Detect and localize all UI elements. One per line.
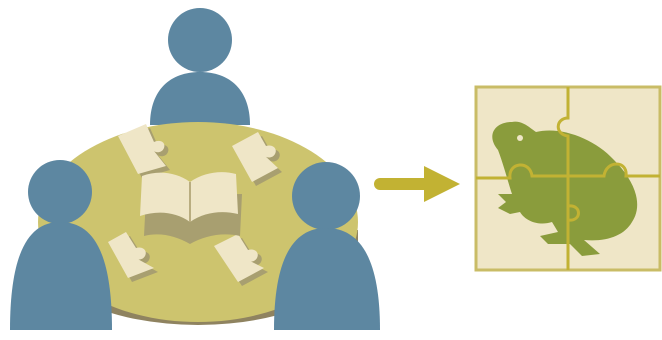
person-right-icon — [274, 162, 380, 330]
puzzle-piece-icon — [214, 234, 268, 286]
person-back-icon — [150, 8, 250, 125]
person-left-icon — [10, 160, 112, 330]
frog-puzzle-icon — [474, 85, 662, 272]
puzzle-piece-icon — [232, 132, 282, 186]
right-arrow-icon — [374, 166, 460, 202]
open-book-icon — [140, 172, 242, 244]
puzzle-piece-icon — [108, 232, 158, 282]
puzzle-piece-icon — [118, 124, 170, 178]
